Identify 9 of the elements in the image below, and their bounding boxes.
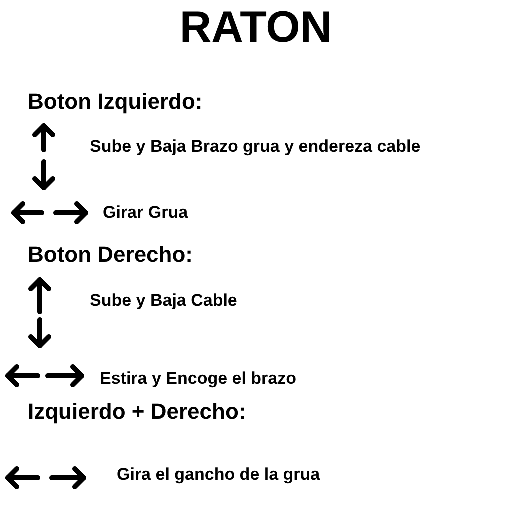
description-text: Gira el gancho de la grua [117,466,320,485]
title: RATON [178,4,334,52]
description-text: Sube y Baja Brazo grua y endereza cable [90,138,421,157]
description-text: Girar Grua [103,204,188,223]
section-heading: Boton Izquierdo: [28,90,203,114]
section-heading: Boton Derecho: [28,243,193,268]
description-text: Sube y Baja Cable [90,292,238,311]
section-heading: Izquierdo + Derecho: [28,400,246,424]
description-text: Estira y Encoge el brazo [100,370,297,389]
